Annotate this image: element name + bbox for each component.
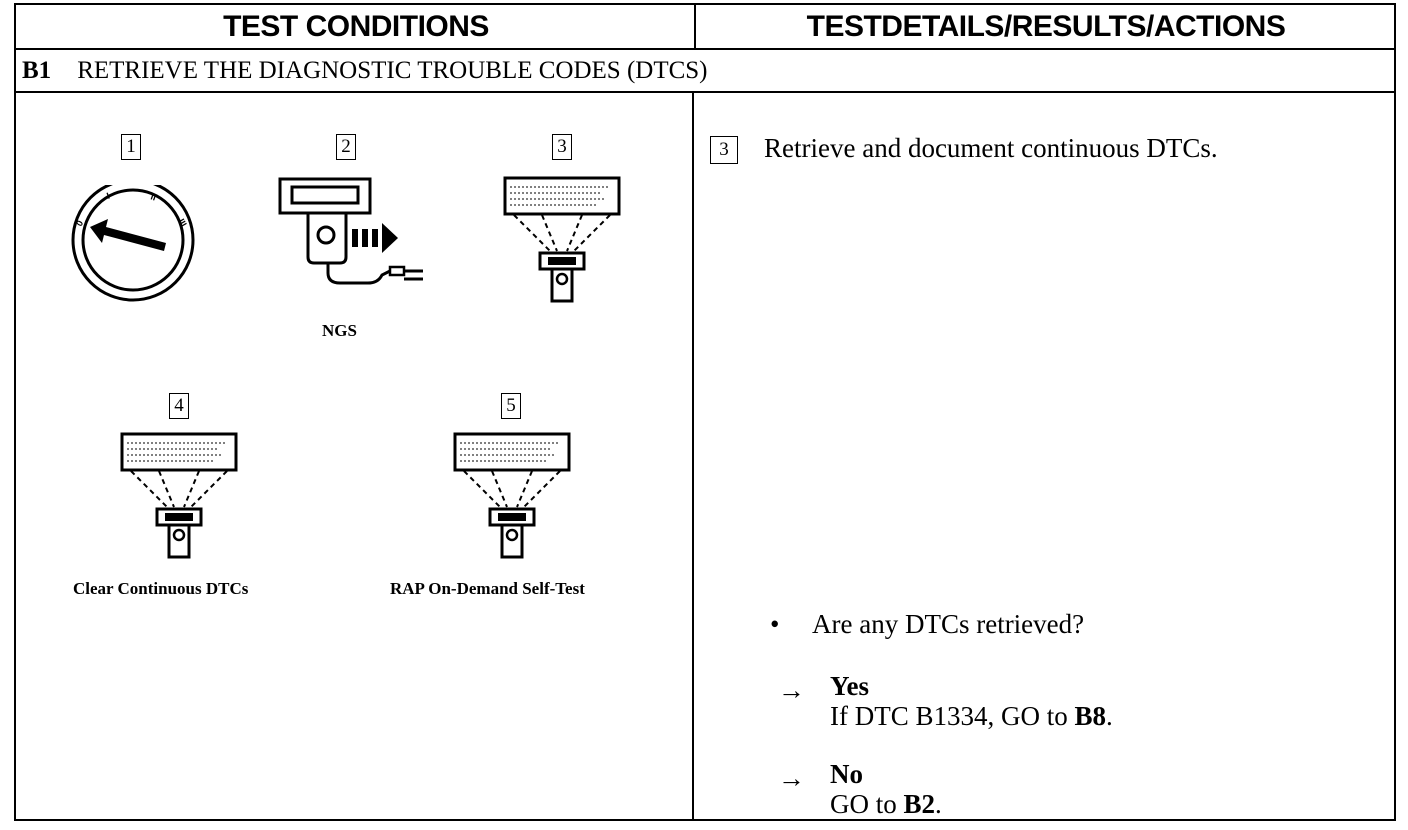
goto-b2-link[interactable]: B2 (903, 789, 936, 819)
header-test-details: TESTDETAILS/RESULTS/ACTIONS (806, 9, 1286, 43)
arrow-right-icon: → (778, 763, 805, 793)
details-step-ref-box: 3 (710, 136, 738, 164)
result-yes-action-text: If DTC B1334, GO to (830, 701, 1075, 731)
details-question: Are any DTCs retrieved? (812, 609, 1085, 639)
body-column-divider (692, 93, 694, 819)
step-number-box: 3 (552, 134, 572, 160)
section-divider (16, 91, 1394, 93)
result-no-action-text: GO to (830, 789, 904, 819)
scan-tool-display-icon (453, 432, 571, 559)
step-number-box: 4 (169, 393, 189, 419)
svg-text:I: I (105, 191, 111, 201)
section-code: B1 (22, 57, 52, 84)
details-instruction: Retrieve and document continuous DTCs. (764, 133, 1218, 163)
result-no-label: No (830, 759, 863, 789)
result-yes-label: Yes (830, 671, 869, 701)
step-number-box: 1 (121, 134, 141, 160)
header-test-conditions: TEST CONDITIONS (223, 9, 489, 43)
section-title-row: B1 RETRIEVE THE DIAGNOSTIC TROUBLE CODES… (22, 51, 708, 91)
ignition-switch-icon: 0 I II III (71, 185, 195, 302)
step-number-box: 2 (336, 134, 356, 160)
step-caption: Clear Continuous DTCs (73, 579, 249, 598)
scan-tool-display-icon (503, 176, 621, 303)
step-caption: NGS (322, 321, 357, 340)
bullet-icon: • (770, 609, 780, 639)
ngs-tester-connect-icon (278, 177, 423, 285)
svg-text:II: II (149, 191, 157, 202)
section-title: RETRIEVE THE DIAGNOSTIC TROUBLE CODES (D… (77, 57, 708, 84)
arrow-right-icon: → (778, 675, 805, 705)
step-caption: RAP On-Demand Self-Test (390, 579, 585, 598)
svg-text:0: 0 (74, 219, 85, 228)
diagnostic-table: TEST CONDITIONS TESTDETAILS/RESULTS/ACTI… (14, 3, 1396, 821)
goto-b8-link[interactable]: B8 (1074, 701, 1107, 731)
svg-text:III: III (176, 217, 188, 229)
result-no-action: GO to B2. (830, 789, 942, 819)
header-divider (16, 48, 1394, 50)
step-number-box: 5 (501, 393, 521, 419)
header-column-divider (694, 5, 696, 48)
result-yes-action: If DTC B1334, GO to B8. (830, 701, 1113, 731)
scan-tool-display-icon (120, 432, 238, 559)
